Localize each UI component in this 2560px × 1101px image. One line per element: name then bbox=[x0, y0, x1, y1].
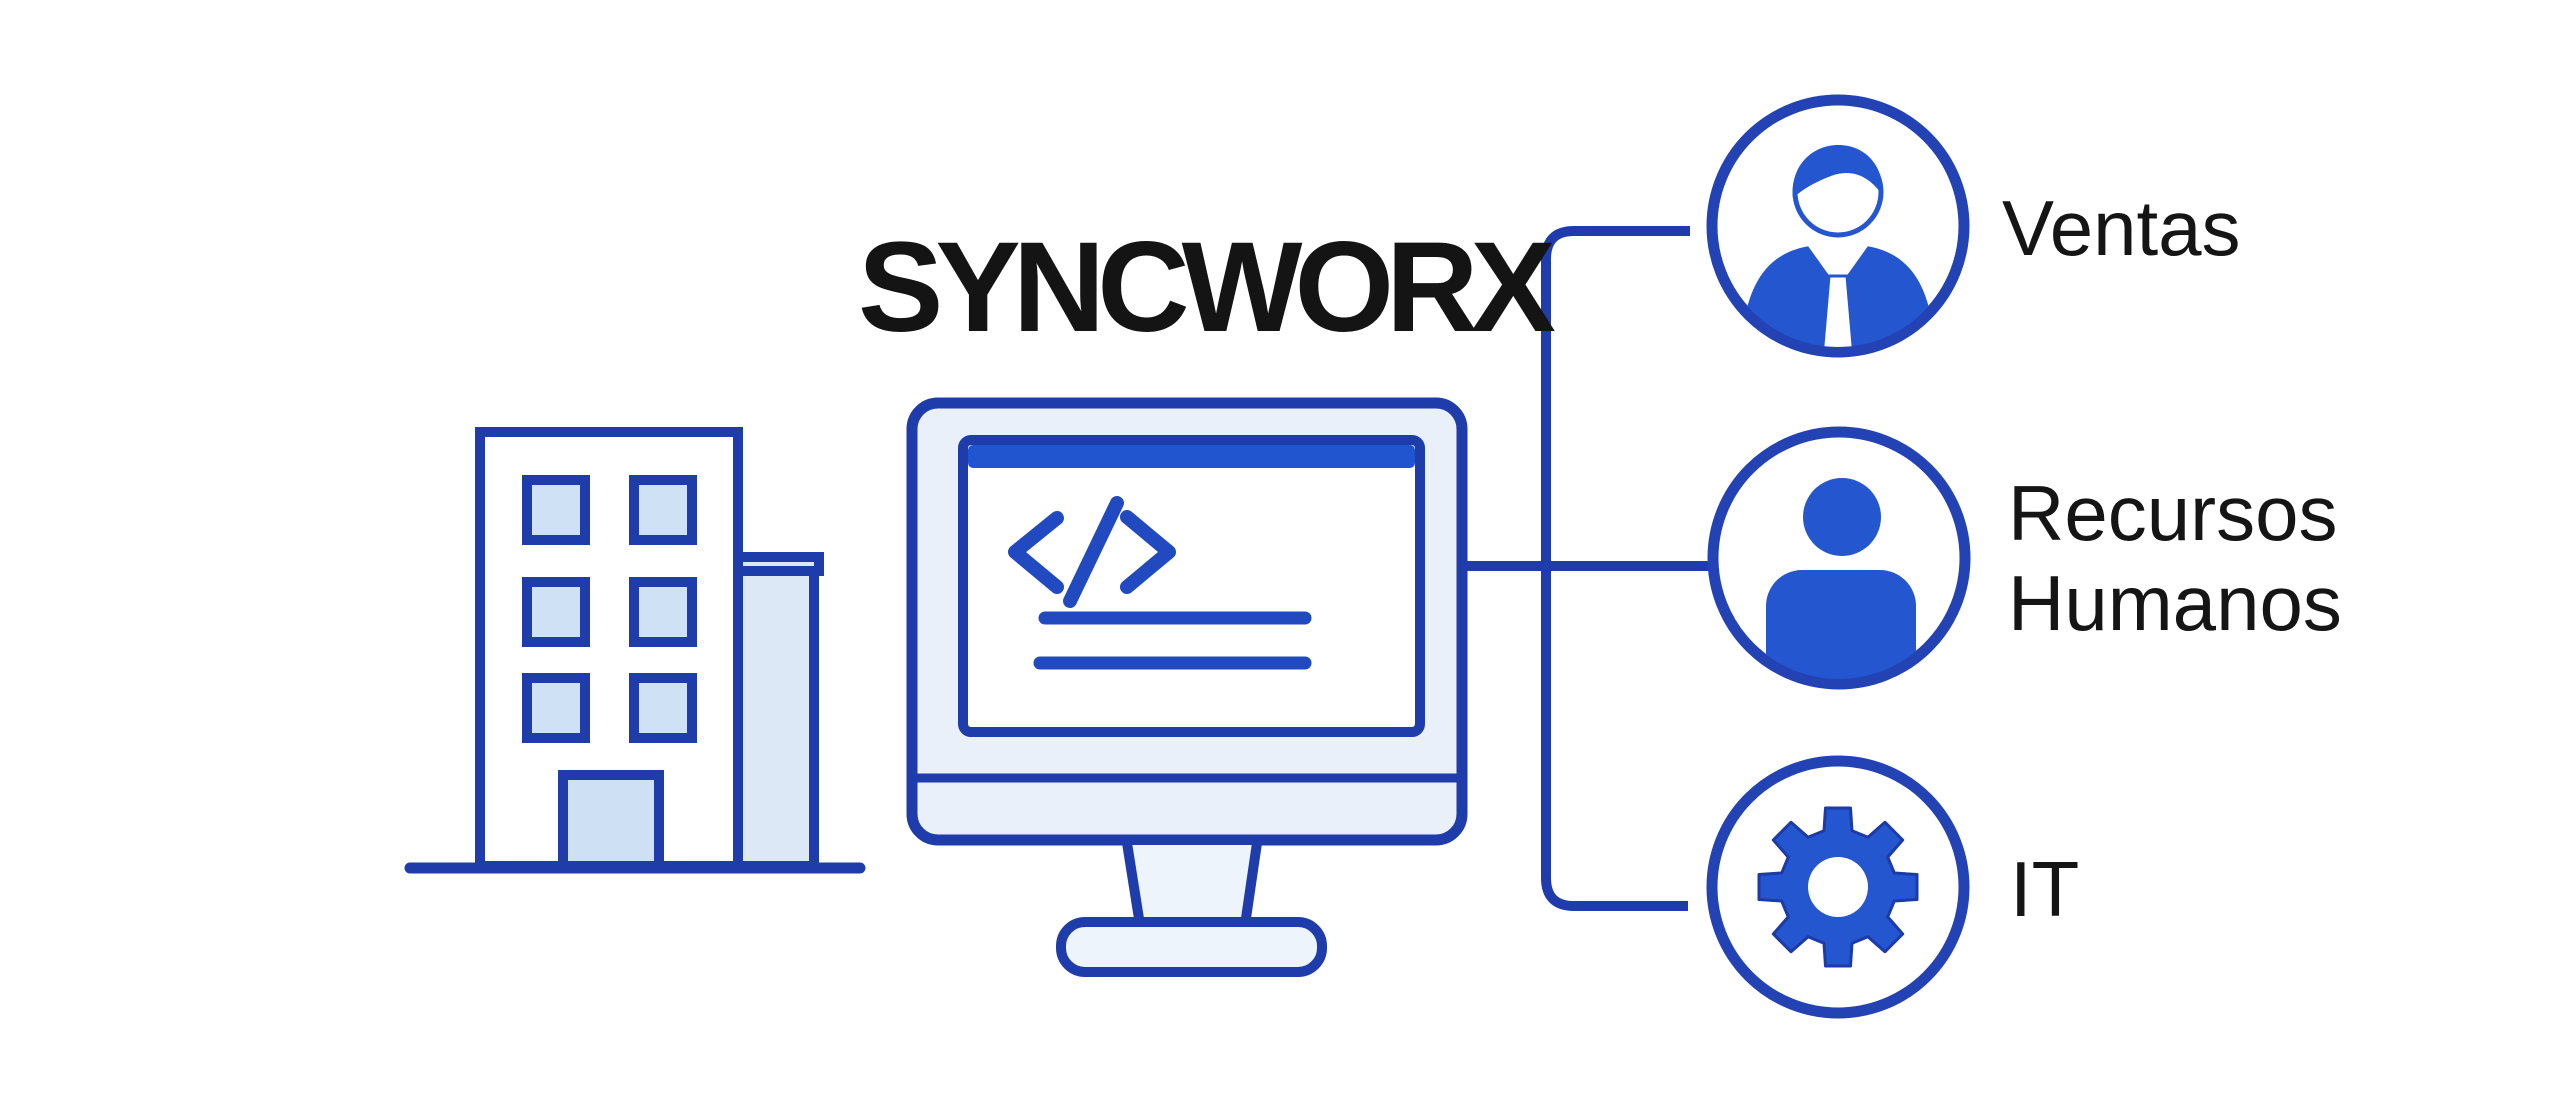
screen-text-lines bbox=[1033, 611, 1312, 670]
building-door bbox=[558, 770, 664, 871]
person-icon bbox=[1707, 426, 1971, 690]
code-monitor-icon bbox=[906, 397, 1468, 977]
gear-icon bbox=[1706, 755, 1970, 1019]
connector-lines bbox=[1462, 226, 1711, 911]
monitor-titlebar bbox=[968, 445, 1415, 468]
monitor-stand-neck bbox=[1127, 845, 1257, 925]
building-side-tower bbox=[733, 558, 819, 871]
building-windows bbox=[522, 475, 697, 743]
branch-label-ventas: Ventas bbox=[2002, 184, 2241, 272]
monitor-screen bbox=[958, 435, 1425, 737]
monitor-stand-base bbox=[1056, 917, 1327, 977]
page-title: SYNCWORX bbox=[858, 216, 1556, 359]
branch-label-it: IT bbox=[2010, 845, 2080, 933]
branch-label-recursos-humanos: Recursos Humanos bbox=[2008, 469, 2342, 647]
office-building-icon bbox=[404, 427, 866, 874]
building-side-tower-cap bbox=[726, 552, 824, 576]
salesperson-icon bbox=[1706, 94, 1970, 358]
code-icon bbox=[1008, 496, 1176, 608]
